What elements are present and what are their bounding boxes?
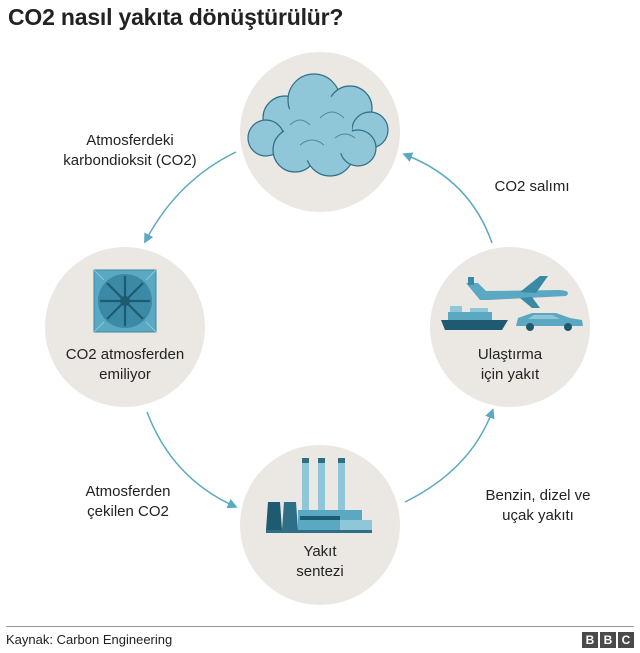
source-credit: Kaynak: Carbon Engineering <box>6 632 173 647</box>
label-line: için yakıt <box>480 366 540 383</box>
page-title: CO2 nasıl yakıta dönüştürülür? <box>8 4 344 30</box>
bbc-logo-letter: B <box>582 632 598 648</box>
arrow-capture-to-synthesis <box>146 411 238 509</box>
vehicles-icon <box>441 276 583 331</box>
arrow-transport-to-atmosphere <box>402 152 493 244</box>
node-label-synthesis: Yakıt sentezi <box>260 542 380 582</box>
arrow-synthesis-to-transport <box>404 408 495 503</box>
label-line: karbondioksit (CO2) <box>63 152 197 169</box>
fan-icon <box>93 269 157 333</box>
label-capture-to-synthesis: Atmosferden çekilen CO2 <box>58 482 198 522</box>
node-label-transport: Ulaştırma için yakıt <box>440 345 580 385</box>
node-label-capture: CO2 atmosferden emiliyor <box>45 345 205 385</box>
label-line: Ulaştırma <box>477 346 543 363</box>
label-atmosphere-to-capture: Atmosferdeki karbondioksit (CO2) <box>30 131 230 171</box>
label-line: emiliyor <box>99 366 151 383</box>
label-line: sentezi <box>296 563 344 580</box>
bbc-logo-letter: B <box>600 632 616 648</box>
label-line: CO2 atmosferden <box>65 346 185 363</box>
factory-icon <box>266 458 372 533</box>
label-line: CO2 salımı <box>494 178 570 195</box>
cloud-icon <box>247 73 389 177</box>
label-line: Atmosferden <box>85 483 171 500</box>
label-line: uçak yakıtı <box>502 507 574 524</box>
label-line: Yakıt <box>303 543 337 560</box>
label-transport-to-atmosphere: CO2 salımı <box>452 177 612 197</box>
bbc-logo: B B C <box>582 632 634 648</box>
label-line: Atmosferdeki <box>86 132 174 149</box>
label-line: Benzin, dizel ve <box>485 487 591 504</box>
label-synthesis-to-transport: Benzin, dizel ve uçak yakıtı <box>448 486 628 526</box>
label-line: çekilen CO2 <box>87 503 169 520</box>
bbc-logo-letter: C <box>618 632 634 648</box>
footer-divider <box>6 626 634 627</box>
arrow-atmosphere-to-capture <box>144 151 237 244</box>
